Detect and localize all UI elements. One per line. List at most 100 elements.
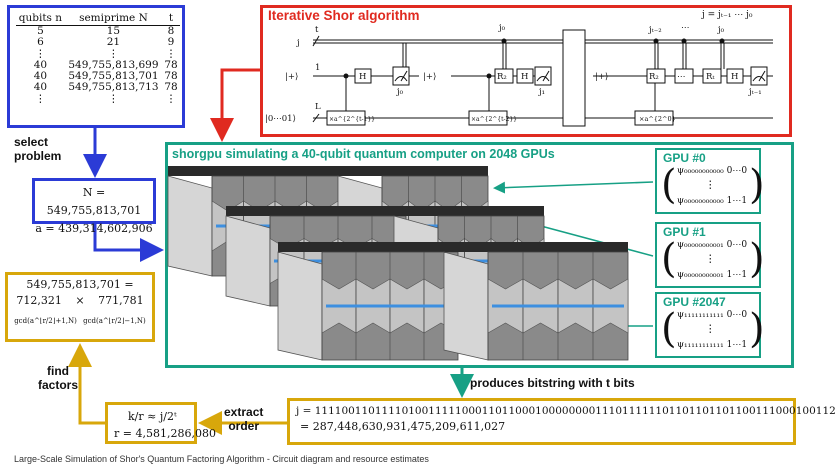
cell-qubits: ⋮ xyxy=(35,92,46,105)
gate-mult-3: ×a^{2^0} xyxy=(639,115,676,123)
gate-h-2: H xyxy=(521,72,528,82)
gpu-link-arrow xyxy=(493,181,654,194)
circuit-result-text: j = jₜ₋₁ ⋯ j₀ xyxy=(702,10,753,20)
n-value: N = 549,755,813,701 xyxy=(46,186,142,217)
left-paren: ( xyxy=(661,162,677,208)
table-row: ⋮⋮⋮ xyxy=(16,47,180,60)
right-paren: ) xyxy=(749,236,765,282)
gate-r2-1: R₂ xyxy=(497,72,507,82)
left-paren: ( xyxy=(661,306,677,352)
cell-t: 78 xyxy=(164,70,178,83)
gate-ellipsis: ⋯ xyxy=(677,72,686,82)
table-row: ⋮⋮⋮ xyxy=(16,92,180,105)
right-paren: ) xyxy=(749,306,765,352)
select-problem-label: select problem xyxy=(14,135,61,163)
gate-h-1: H xyxy=(359,72,366,82)
amplitude-last: ψ₁₁₁₁₁₁₁₁₁₁₁ 1⋯1 xyxy=(677,340,748,350)
amplitude-vdots: ⋮ xyxy=(705,253,716,265)
amplitude-first: ψ₀₀₀₀₀₀₀₀₀₀₀ 0⋯0 xyxy=(677,166,748,176)
server-rack xyxy=(277,242,459,361)
amplitude-vdots: ⋮ xyxy=(705,179,716,191)
circuit-panel xyxy=(260,5,792,137)
header-qubits: qubits n xyxy=(16,12,65,26)
cell-semiprime: 21 xyxy=(106,36,121,49)
top-label-2: ⋯ xyxy=(681,23,690,33)
table-row: 40 549,755,813,699 78 xyxy=(16,58,180,71)
plus-state-3: |+⟩ xyxy=(595,72,608,82)
header-semiprime: semiprime N xyxy=(64,12,163,26)
find-factors-line-1: find xyxy=(47,364,69,378)
top-label-1: jₜ₋₂ xyxy=(648,25,662,35)
top-label-3: j₀ xyxy=(717,25,725,35)
table-row: 40 549,755,813,713 78 xyxy=(16,81,180,94)
cell-qubits: 6 xyxy=(37,36,44,49)
simulation-panel xyxy=(165,142,794,368)
gate-mult-2: ×a^{2^{t-2}} xyxy=(471,116,517,123)
circuit-title: Iterative Shor algorithm xyxy=(268,8,420,23)
cell-semiprime: 549,755,813,713 xyxy=(68,81,159,94)
arrow-circuit-to-simulation xyxy=(210,68,260,142)
produces-bitstring-label: produces bitstring with t bits xyxy=(470,376,635,390)
gcd-minus: gcd(a^⌊r/2⌋−1,N) xyxy=(83,317,146,325)
cell-qubits: 5 xyxy=(37,25,44,37)
simulation-title: shorgpu simulating a 40-qubit quantum co… xyxy=(172,147,555,161)
cell-t: 78 xyxy=(164,81,178,94)
cell-semiprime: 549,755,813,699 xyxy=(68,58,159,71)
server-rack xyxy=(443,242,629,361)
factors-box: 549,755,813,701 = 712,321 × 771,781 gcd(… xyxy=(5,272,155,342)
cell-semiprime: 549,755,813,701 xyxy=(68,70,159,83)
meas-label-2: jₜ₋₁ xyxy=(748,87,762,97)
factor-times: × xyxy=(75,294,85,307)
wire-label-zero: |0⋯01⟩ xyxy=(265,114,296,124)
cell-semiprime: ⋮ xyxy=(108,92,119,105)
select-problem-line-2: problem xyxy=(14,149,62,163)
order-value: r = 4,581,286,080 xyxy=(114,427,216,440)
a-value: a = 439,314,602,906 xyxy=(35,222,153,235)
cell-t: 9 xyxy=(167,36,175,49)
factor-p: 712,321 xyxy=(16,294,62,307)
amplitude-first: ψ₁₁₁₁₁₁₁₁₁₁₁ 0⋯0 xyxy=(677,310,748,320)
caption: Large-Scale Simulation of Shor's Quantum… xyxy=(14,454,429,464)
find-factors-label: find factors xyxy=(38,364,78,392)
gpu-card: GPU #0()ψ₀₀₀₀₀₀₀₀₀₀₀ 0⋯0⋮ψ₀₀₀₀₀₀₀₀₀₀₀ 1⋯… xyxy=(655,148,765,214)
wire-count-t: t xyxy=(315,25,319,35)
bitstring-box: j = 111100110111101001111100011011000100… xyxy=(287,398,836,445)
select-problem-line-1: select xyxy=(14,135,49,149)
amplitude-first: ψ₀₀₀₀₀₀₀₀₀₀₁ 0⋯0 xyxy=(677,240,748,250)
cell-qubits: 40 xyxy=(33,81,48,94)
meas-label-0: j₀ xyxy=(396,87,404,97)
wire-count-L: L xyxy=(315,102,321,112)
gate-rt: Rₜ xyxy=(706,72,715,82)
order-box: k/r ≈ j/2ᵗ r = 4,581,286,080 xyxy=(105,402,216,444)
header-t: t xyxy=(162,12,180,26)
extract-order-line-1: extract xyxy=(224,405,264,419)
factor-q: 771,781 xyxy=(98,294,144,307)
cell-qubits: 40 xyxy=(33,70,48,83)
arrow-find-factors xyxy=(68,343,105,425)
factors-equation: 549,755,813,701 = xyxy=(26,278,134,291)
meas-label-1: j₁ xyxy=(538,87,545,97)
cell-qubits: 40 xyxy=(33,58,48,71)
gcd-plus: gcd(a^⌊r/2⌋+1,N) xyxy=(14,317,77,325)
cell-t: 8 xyxy=(167,25,175,37)
extract-order-label: extract order xyxy=(224,405,263,433)
cell-semiprime: ⋮ xyxy=(108,47,119,60)
gpu-name: GPU #0 xyxy=(663,151,706,165)
gate-mult-1: ×a^{2^{t-1}} xyxy=(329,116,375,123)
extract-order-line-2: order xyxy=(228,419,260,433)
wire-label-j: j xyxy=(296,38,300,48)
gpu-card: GPU #1()ψ₀₀₀₀₀₀₀₀₀₀₁ 0⋯0⋮ψ₀₀₀₀₀₀₀₀₀₀₁ 1⋯… xyxy=(655,222,765,288)
cell-t: 78 xyxy=(164,58,178,71)
arrow-to-simulation xyxy=(93,224,164,262)
cell-qubits: ⋮ xyxy=(35,47,46,60)
find-factors-line-2: factors xyxy=(38,378,79,392)
gate-r2-2: R₂ xyxy=(649,72,659,82)
amplitude-vdots: ⋮ xyxy=(705,323,716,335)
factors-product: 712,321 × 771,781 xyxy=(8,294,152,307)
problem-parameters-box: N = 549,755,813,701 a = 439,314,602,906 xyxy=(32,178,156,235)
table-row: 6 21 9 xyxy=(16,36,180,49)
circuit-diagram: j |+⟩ |0⋯01⟩ t 1 L |+⟩ |+⟩ H R₂ H R₂ ⋯ R… xyxy=(265,23,773,127)
